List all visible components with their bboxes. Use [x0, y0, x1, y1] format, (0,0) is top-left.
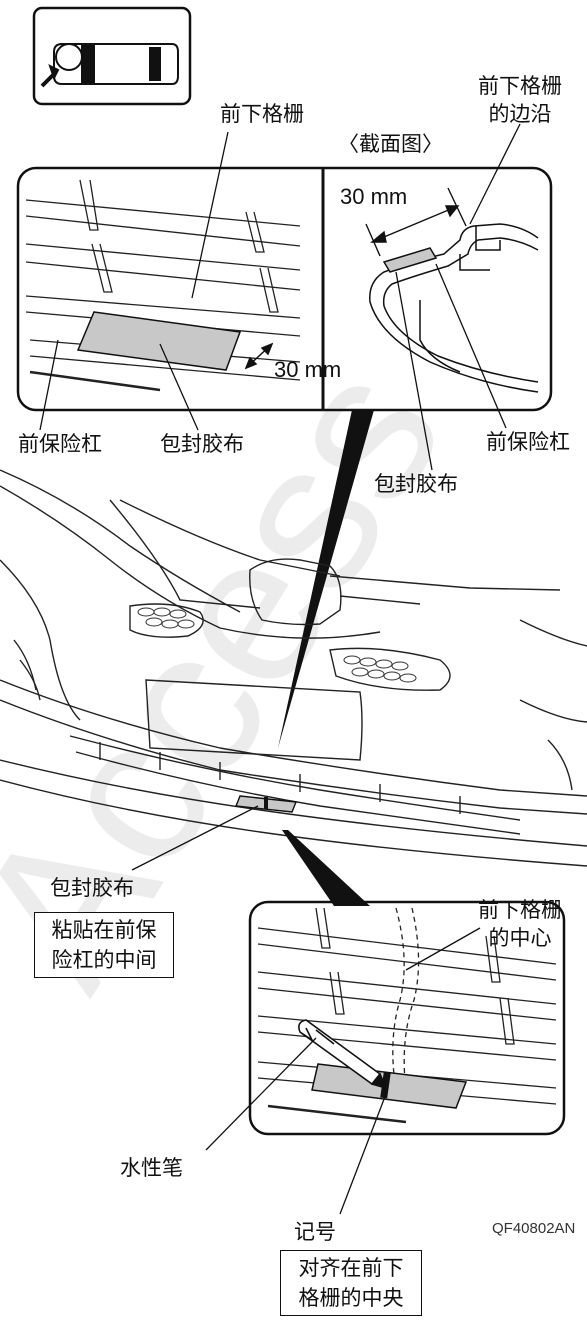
figure-code: QF40802AN	[492, 1220, 576, 1237]
water-pen-icon	[298, 1019, 388, 1090]
leader-bumper-tape	[131, 805, 259, 871]
vehicle-locator-icon	[32, 6, 192, 106]
tape-center-mark	[264, 797, 268, 809]
label-mark: 记号	[294, 1220, 336, 1244]
lower-detail-panel	[248, 900, 566, 1136]
honeycomb-pattern	[137, 607, 417, 683]
label-front-bumper-left: 前保险杠	[18, 432, 102, 456]
sealing-tape-section	[382, 247, 438, 273]
pointer-wedge-bottom	[282, 830, 370, 906]
label-front-lower-grille-top: 前下格栅	[220, 102, 304, 126]
label-water-pen: 水性笔	[120, 1156, 183, 1180]
note-align-center: 对齐在前下 格栅的中央	[280, 1250, 422, 1316]
label-front-bumper-right: 前保险杠	[486, 430, 570, 454]
label-dimension-detail: 30 mm	[274, 357, 342, 382]
pointer-wedge-top	[278, 410, 374, 748]
dimension-arrow-detail	[244, 342, 274, 370]
leader-lines-top	[39, 123, 521, 471]
label-sealing-tape-left: 包封胶布	[160, 432, 244, 456]
label-cross-section: 〈截面图〉	[338, 132, 443, 156]
label-grille-center: 前下格栅 的中心	[478, 898, 562, 950]
front-bumper-drawing	[0, 469, 587, 867]
grille-detail-left	[25, 179, 301, 392]
label-dimension-section: 30 mm	[340, 184, 408, 209]
label-sealing-tape-section: 包封胶布	[374, 472, 458, 496]
top-detail-panel	[16, 166, 553, 412]
cross-section-drawing	[369, 223, 539, 393]
dimension-arrow-section	[365, 187, 467, 257]
label-sealing-tape-main: 包封胶布	[50, 876, 134, 900]
leader-lines-lower	[205, 927, 481, 1215]
sealing-tape-detail	[76, 311, 242, 371]
label-front-lower-grille-edge: 前下格栅 的边沿	[478, 74, 562, 126]
sealing-tape-lower	[311, 1063, 468, 1109]
note-paste-center: 粘贴在前保 险杠的中间	[34, 912, 174, 978]
